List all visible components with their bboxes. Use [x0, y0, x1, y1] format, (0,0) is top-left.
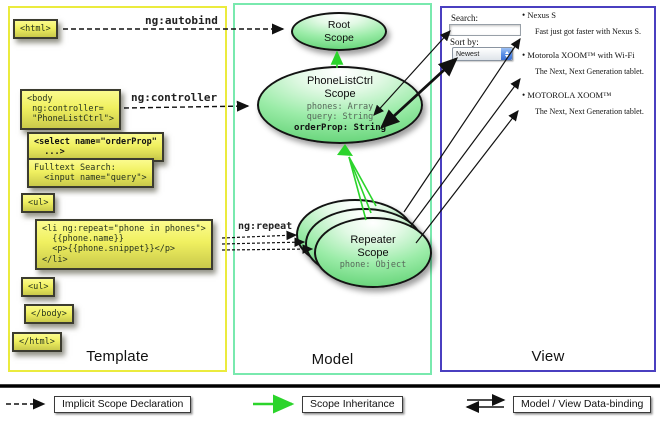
- code-box-ul-open: <ul>: [21, 193, 56, 214]
- sort-by-label: Sort by:: [450, 37, 479, 47]
- product-desc: Fast just got faster with Nexus S.: [535, 27, 641, 36]
- repeater-scope-prop: phone: Object: [339, 260, 407, 271]
- legend-data-binding: Model / View Data-binding: [513, 396, 652, 413]
- ng-controller-label: ng:controller: [131, 91, 218, 104]
- code-box-ul-close: <ul>: [21, 277, 56, 298]
- product-desc: The Next, Next Generation tablet.: [535, 67, 644, 76]
- search-label: Search:: [451, 13, 478, 23]
- code-box-li-repeat: <li ng:repeat="phone in phones"> {{phone…: [35, 219, 213, 270]
- model-panel: Model: [233, 3, 432, 375]
- root-scope-ellipse: Root Scope: [291, 12, 387, 51]
- code-box-html-open: <html>: [13, 19, 58, 40]
- product-list: Nexus S Fast just got faster with Nexus …: [522, 10, 647, 130]
- repeater-scope-title: Repeater Scope: [350, 234, 396, 259]
- product-name: Motorola XOOM™ with Wi-Fi: [522, 50, 647, 60]
- list-item: Nexus S Fast just got faster with Nexus …: [522, 10, 647, 36]
- product-name: MOTOROLA XOOM™: [522, 90, 647, 100]
- code-box-body-open: <body ng:controller= "PhoneListCtrl">: [20, 89, 121, 130]
- phonelistctrl-scope-props: phones: Array query: String: [306, 101, 374, 123]
- phonelistctrl-scope-title: PhoneListCtrl Scope: [306, 75, 374, 101]
- legend-scope-inheritance: Scope Inheritance: [302, 396, 403, 413]
- model-panel-label: Model: [311, 351, 354, 368]
- view-panel-label: View: [531, 348, 565, 365]
- list-item: Motorola XOOM™ with Wi-Fi The Next, Next…: [522, 50, 647, 76]
- template-panel-label: Template: [86, 348, 149, 365]
- code-box-html-close: </html>: [12, 332, 62, 353]
- product-name: Nexus S: [522, 10, 647, 20]
- sort-dropdown[interactable]: Newest: [452, 47, 513, 61]
- ng-autobind-label: ng:autobind: [145, 14, 218, 27]
- code-box-body-close: </body>: [24, 304, 74, 325]
- code-box-select: <select name="orderProp" ...>: [27, 132, 164, 163]
- legend-implicit-scope: Implicit Scope Declaration: [54, 396, 192, 413]
- search-input[interactable]: [449, 24, 521, 36]
- list-item: MOTOROLA XOOM™ The Next, Next Generation…: [522, 90, 647, 116]
- phonelistctrl-scope-orderprop: orderProp: String: [293, 122, 387, 133]
- product-desc: The Next, Next Generation tablet.: [535, 107, 644, 116]
- repeater-scope-ellipse: Repeater Scope phone: Object: [314, 217, 432, 288]
- code-box-fulltext-search: Fulltext Search: <input name="query">: [27, 158, 154, 189]
- sort-dropdown-value: Newest: [456, 50, 480, 58]
- ng-repeat-label: ng:repeat: [238, 221, 293, 232]
- phonelistctrl-scope-ellipse: PhoneListCtrl Scope phones: Array query:…: [257, 66, 423, 144]
- dropdown-stepper-icon: [501, 48, 512, 60]
- root-scope-title: Root Scope: [324, 19, 354, 44]
